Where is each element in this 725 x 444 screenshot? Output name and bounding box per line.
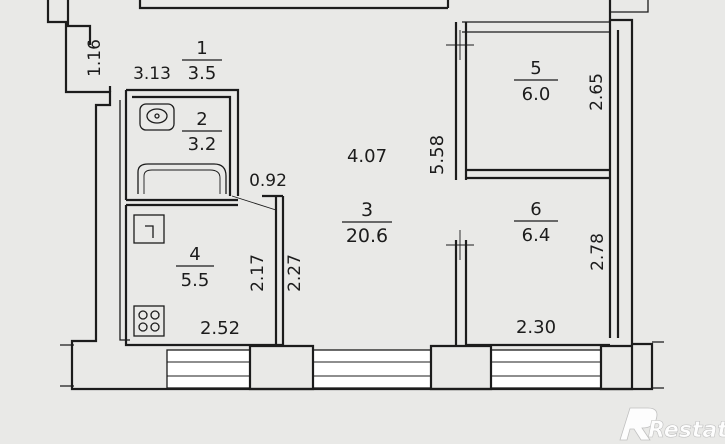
stove-icon [133, 305, 165, 337]
room-3-area: 20.6 [346, 225, 388, 247]
dim-room6-depth: 2.78 [588, 233, 608, 271]
room-2-number: 2 [196, 109, 207, 130]
dim-living-width: 4.07 [347, 146, 387, 167]
room-6-number: 6 [530, 199, 541, 220]
interior-walls [124, 22, 610, 347]
room-4-area: 5.5 [181, 270, 210, 291]
watermark-text: Restate [648, 418, 725, 443]
watermark-logo-icon [619, 407, 658, 441]
kitchen-sink-icon [133, 214, 165, 244]
dim-kitchen-width: 2.52 [200, 318, 240, 339]
dim-corridor-depth: 1.16 [85, 39, 105, 77]
window-left [166, 349, 251, 389]
dim-bath-passage: 0.92 [249, 171, 287, 191]
window-room6 [490, 349, 602, 389]
room-labels: 1 3.5 2 3.2 3 20.6 4 5.5 5 6.0 6 6.4 [181, 38, 551, 291]
fraction-lines [176, 59, 558, 267]
dim-room5-depth: 2.65 [587, 73, 607, 111]
dim-kitchen-side: 2.27 [285, 254, 305, 292]
room-2-area: 3.2 [188, 134, 217, 155]
room-1-area: 3.5 [188, 63, 217, 84]
dim-living-depth: 5.58 [427, 135, 448, 175]
dim-corridor-width: 3.13 [133, 64, 171, 84]
room-5-number: 5 [530, 58, 541, 79]
dimension-labels: 1.16 3.13 4.07 5.58 0.92 2.17 2.27 2.52 … [85, 39, 608, 339]
room-6-area: 6.4 [522, 225, 551, 246]
bathtub-icon [137, 163, 227, 194]
exterior-walls [46, 0, 654, 391]
windows [60, 341, 664, 391]
room-1-number: 1 [196, 38, 207, 59]
room-5-area: 6.0 [522, 84, 551, 105]
room-3-number: 3 [361, 199, 373, 221]
room-4-number: 4 [189, 244, 200, 265]
window-living [312, 349, 432, 389]
dim-room6-width: 2.30 [516, 317, 556, 338]
dim-kitchen-depth: 2.17 [248, 254, 268, 292]
sink-icon [139, 103, 175, 131]
watermark: Restate [619, 407, 725, 443]
